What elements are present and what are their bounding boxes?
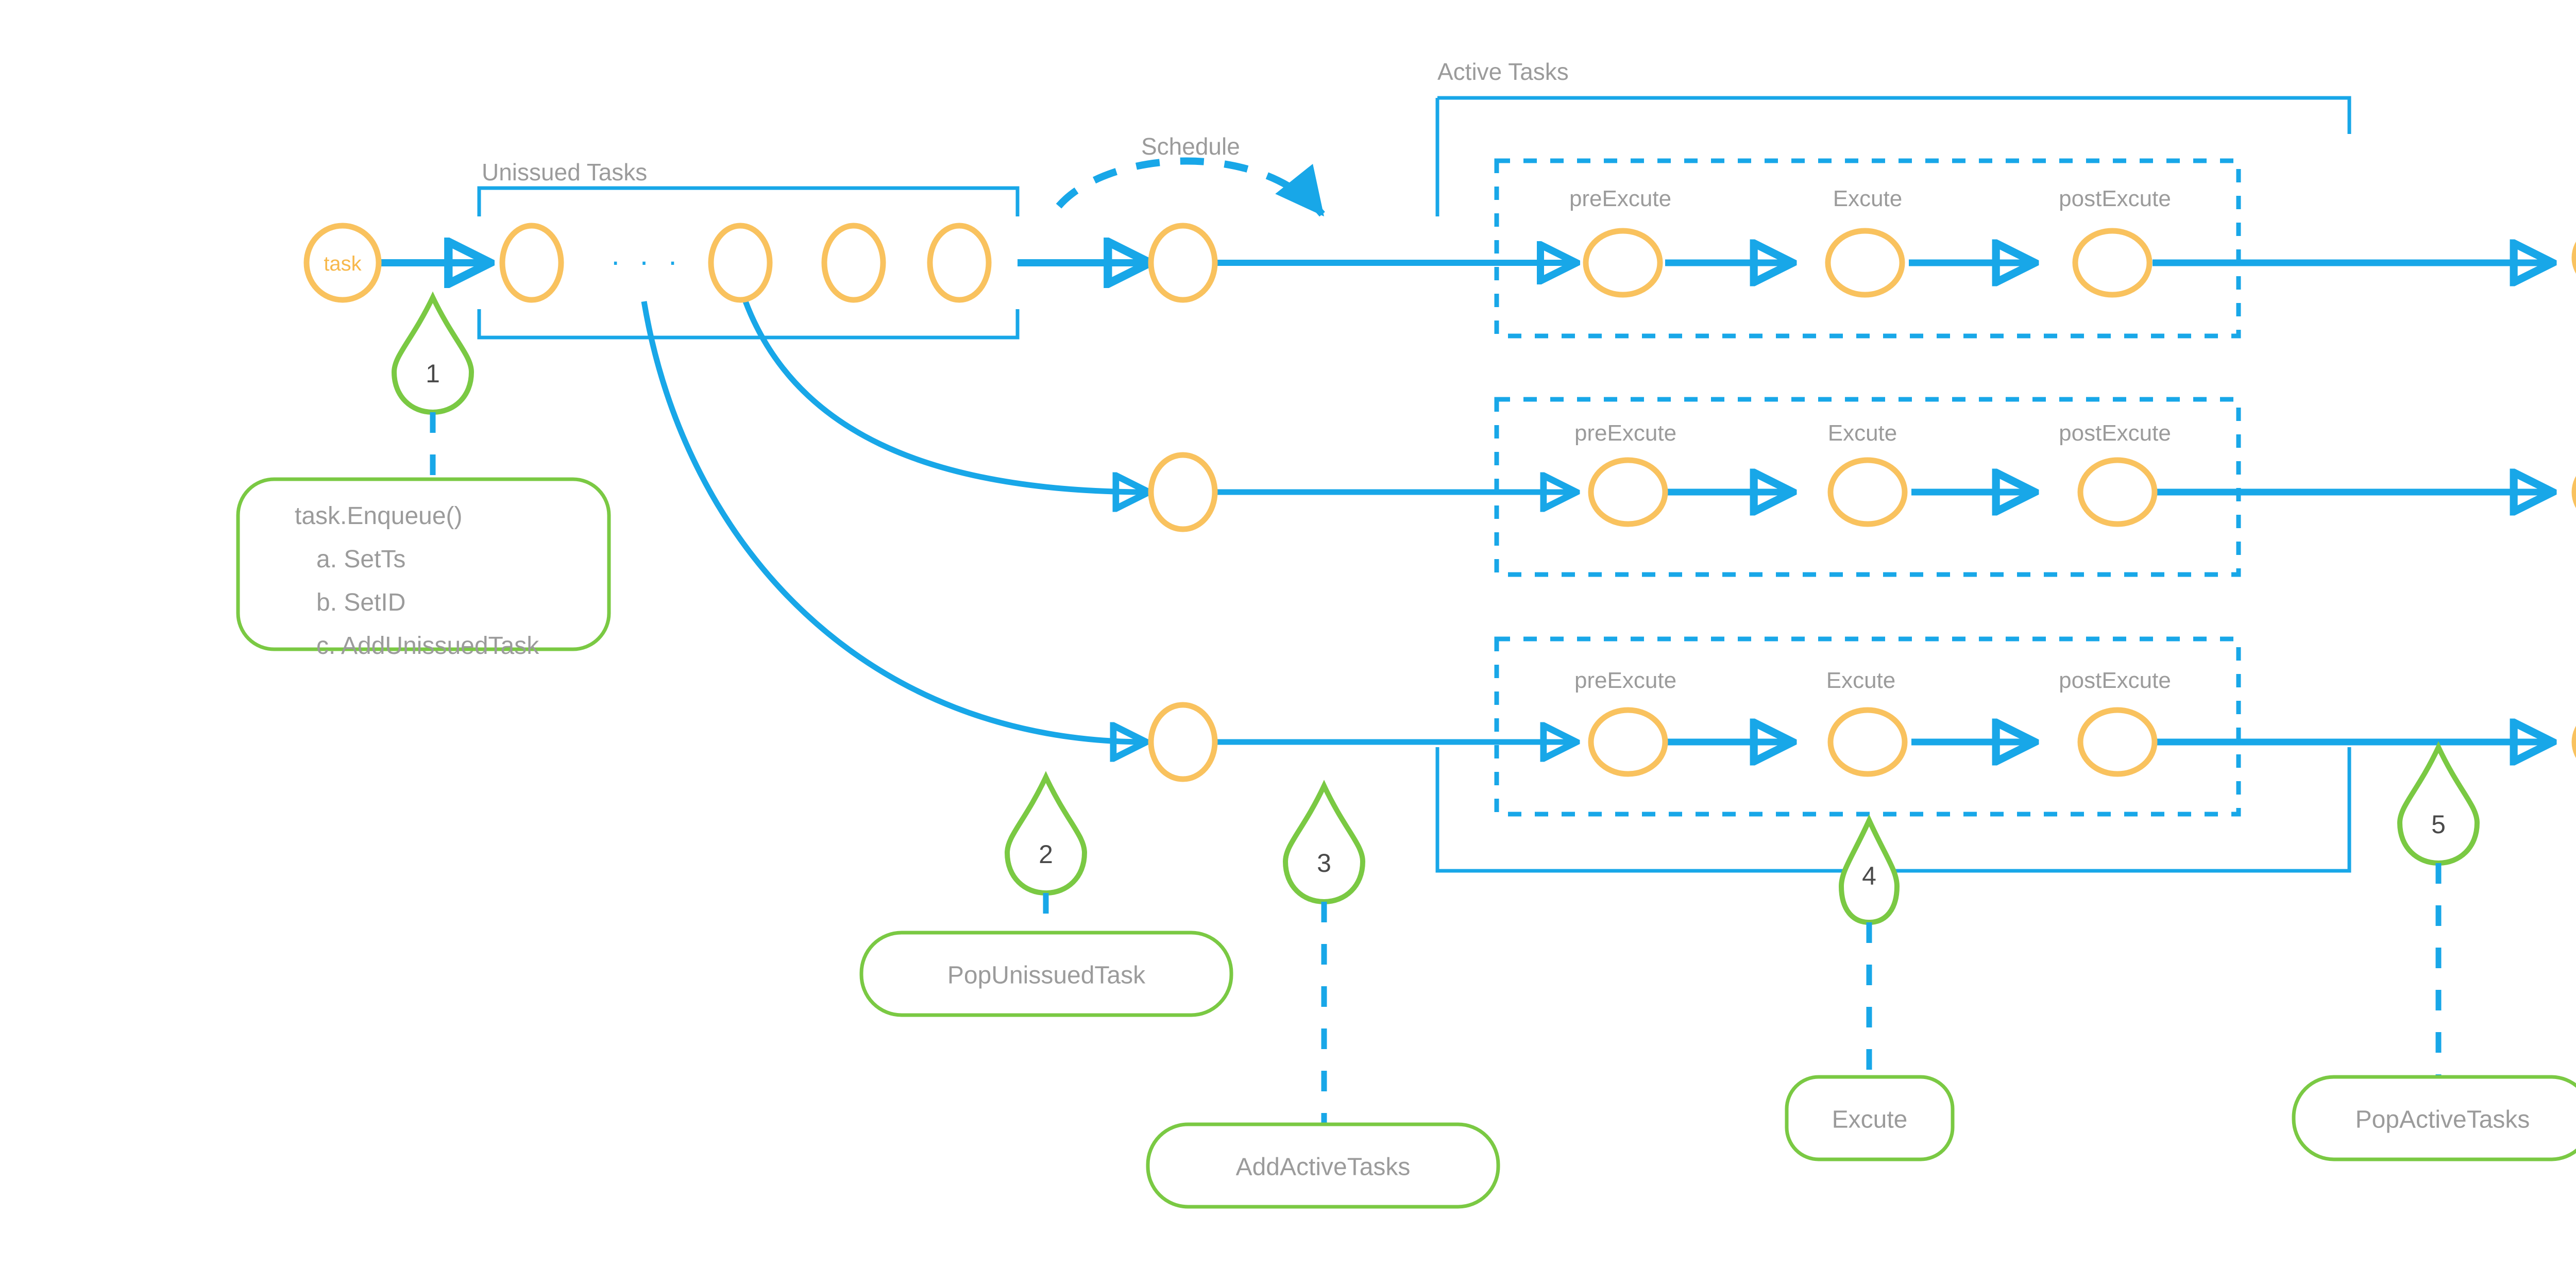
schedule-curve [1056, 157, 1327, 219]
callout-pop-active[interactable]: PopActiveTasks [2292, 1075, 2576, 1161]
callout-excute-box [1785, 1075, 1955, 1161]
unissued-node-2[interactable] [708, 223, 773, 303]
unissued-node-1[interactable] [499, 223, 564, 303]
marker-5[interactable]: 5 [2397, 741, 2480, 1077]
marker-1-number: 1 [426, 359, 440, 388]
marker-5-number: 5 [2431, 810, 2446, 839]
unissued-tasks-group [477, 186, 1020, 340]
unissued-node-3[interactable] [821, 223, 886, 303]
schedule-title: Schedule [1141, 133, 1240, 160]
active-bracket-outline [1437, 96, 2351, 134]
unissued-bracket-bottom [477, 309, 1020, 340]
stage-box-row-2 [1494, 397, 2241, 577]
callout-enqueue-box [236, 477, 611, 651]
callout-pop-active-box [2292, 1075, 2576, 1161]
edge-queue-curve-2 [742, 300, 1149, 492]
callout-pop-unissued[interactable]: PopUnissuedTask [859, 931, 1233, 1017]
pre-excute-node-row-3[interactable] [1588, 707, 1668, 777]
stage-label-post-row-3: postExcute [2059, 668, 2171, 693]
marker-5-teardrop [2397, 741, 2480, 866]
task-node-label: task [324, 252, 362, 275]
callout-enqueue-title: task.Enqueue() [295, 502, 463, 530]
callout-add-active-box [1146, 1122, 1500, 1209]
marker-2[interactable]: 2 [1004, 771, 1088, 956]
callout-add-active-label: AddActiveTasks [1236, 1154, 1411, 1181]
stages-row-2: preExcute Excute postExcute [1574, 420, 2171, 527]
stage-label-exec-row-2: Excute [1828, 420, 1897, 446]
callout-enqueue[interactable]: task.Enqueue() a. SetTs b. SetID c. AddU… [236, 477, 611, 660]
terminal-node-row-1[interactable] [2571, 224, 2576, 292]
pre-excute-node-row-2[interactable] [1588, 457, 1668, 527]
unissued-bracket-top [477, 186, 1020, 216]
active-tasks-title: Active Tasks [1437, 58, 1569, 85]
marker-1-teardrop [391, 291, 474, 415]
marker-1[interactable]: 1 [391, 291, 474, 479]
callout-enqueue-step-a: a. SetTs [316, 546, 405, 573]
sched-node-row-3[interactable] [1148, 702, 1218, 782]
stage-label-exec-row-1: Excute [1833, 186, 1903, 211]
post-excute-node-row-3[interactable] [2077, 707, 2158, 777]
callout-pop-active-label: PopActiveTasks [2355, 1106, 2530, 1134]
stage-box-row-1 [1494, 158, 2241, 339]
marker-3[interactable]: 3 [1282, 780, 1366, 1123]
marker-3-teardrop [1282, 780, 1366, 905]
callout-pop-unissued-label: PopUnissuedTask [947, 962, 1146, 989]
stage-label-pre-row-3: preExcute [1574, 668, 1676, 693]
unissued-queue-nodes: · · · [499, 223, 992, 303]
excute-node-row-3[interactable] [1827, 707, 1908, 777]
stages-row-3: preExcute Excute postExcute [1574, 668, 2171, 777]
post-excute-node-row-2[interactable] [2077, 457, 2158, 527]
task-source-node[interactable]: task [303, 223, 382, 303]
stage-label-pre-row-1: preExcute [1569, 186, 1671, 211]
stage-box-row-3 [1494, 636, 2241, 817]
unissued-tasks-title: Unissued Tasks [482, 159, 647, 185]
marker-4[interactable]: 4 [1838, 814, 1900, 1077]
terminal-node-row-2[interactable] [2571, 458, 2576, 526]
edge-queue-curve-3 [641, 301, 1146, 742]
pre-excute-node-row-1[interactable] [1583, 228, 1663, 298]
stage-label-post-row-1: postExcute [2059, 186, 2171, 211]
marker-3-number: 3 [1317, 849, 1331, 878]
sched-node-row-2[interactable] [1148, 452, 1218, 532]
callout-pop-unissued-box [859, 931, 1233, 1017]
queue-ellipsis: · · · [611, 245, 683, 278]
post-excute-node-row-1[interactable] [2072, 228, 2153, 298]
marker-2-teardrop [1004, 771, 1088, 896]
marker-2-number: 2 [1039, 840, 1053, 869]
stage-label-pre-row-2: preExcute [1574, 420, 1676, 446]
callout-excute[interactable]: Excute [1785, 1075, 1955, 1161]
stage-label-exec-row-3: Excute [1826, 668, 1896, 693]
callout-excute-label: Excute [1832, 1106, 1908, 1134]
unissued-node-4[interactable] [927, 223, 992, 303]
callout-enqueue-step-c: c. AddUnissuedTask [316, 632, 539, 660]
marker-4-number: 4 [1862, 862, 1876, 890]
terminal-node-row-3[interactable] [2571, 708, 2576, 776]
sched-node-row-1[interactable] [1148, 223, 1218, 303]
stage-label-post-row-2: postExcute [2059, 420, 2171, 446]
row-2 [742, 300, 2553, 492]
row-3 [641, 301, 2553, 742]
excute-node-row-1[interactable] [1825, 228, 1905, 298]
stages-row-1: preExcute Excute postExcute [1569, 186, 2171, 298]
excute-node-row-2[interactable] [1827, 457, 1908, 527]
callout-enqueue-step-b: b. SetID [316, 589, 405, 616]
callout-add-active[interactable]: AddActiveTasks [1146, 1122, 1500, 1209]
